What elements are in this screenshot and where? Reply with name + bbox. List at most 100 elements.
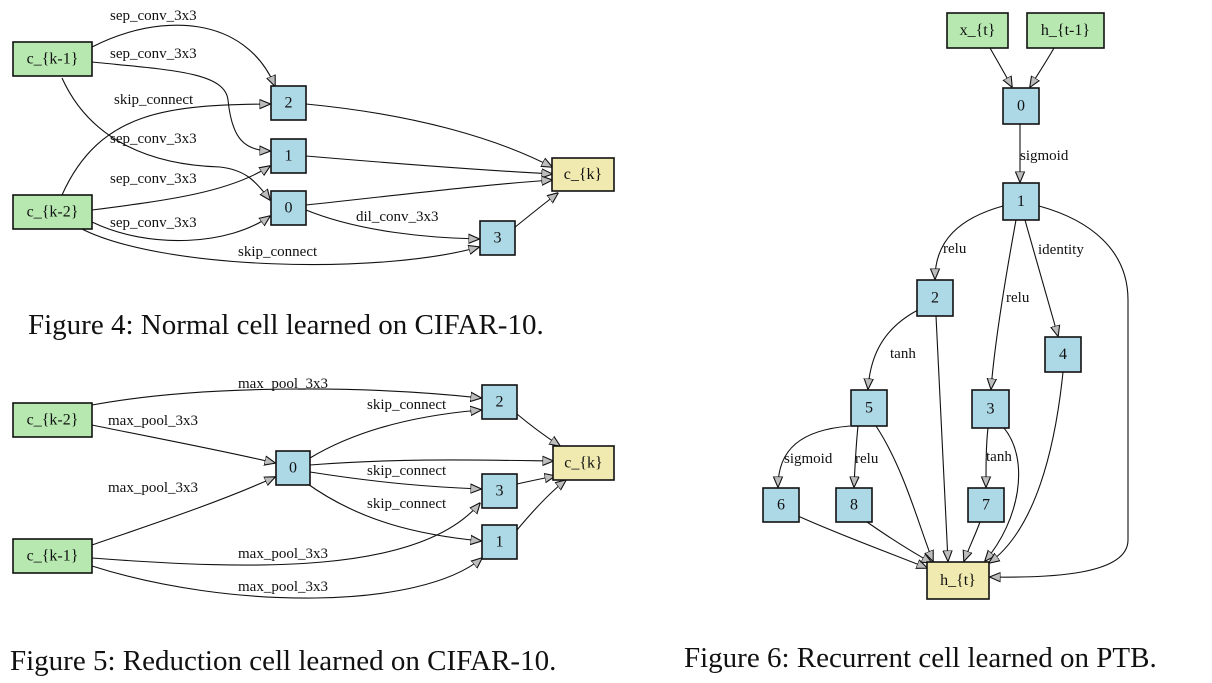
- node-box: [12, 41, 93, 77]
- node-box: [552, 445, 615, 481]
- edge-label: sigmoid: [1020, 148, 1069, 164]
- node-0: 0: [270, 190, 307, 226]
- edge-3-to-7: [986, 427, 988, 487]
- node-label: 6: [777, 497, 785, 514]
- node-box: [1002, 87, 1040, 125]
- edge-1-to-4: [1024, 219, 1058, 336]
- node-box: [967, 487, 1005, 523]
- edge-label: tanh: [890, 346, 916, 362]
- figure-5-reduction-cell: max_pool_3x3 max_pool_3x3 max_pool_3x3 s…: [10, 376, 615, 677]
- edge-3-to-ck: [516, 476, 555, 485]
- edge-label: max_pool_3x3: [238, 579, 328, 595]
- edge-xt-to-0: [989, 47, 1012, 87]
- edge-0-to-3: [309, 471, 481, 489]
- edge-ck2-to-2: [91, 388, 481, 406]
- edge-label: skip_connect: [114, 92, 194, 108]
- node-label: 2: [931, 290, 939, 307]
- node-2: 2: [481, 384, 518, 420]
- node-box: [926, 561, 990, 600]
- node-box: [762, 487, 800, 523]
- edge-6-to-ht: [797, 515, 927, 568]
- node-5: 5: [850, 389, 888, 427]
- node-box: [1002, 182, 1040, 221]
- edge-0-to-3: [305, 209, 479, 239]
- figure-6-recurrent-cell: sigmoid relu relu identity tanh sigmoid …: [684, 12, 1157, 674]
- node-box: [850, 389, 888, 427]
- figure-4-caption: Figure 4: Normal cell learned on CIFAR-1…: [28, 309, 544, 341]
- node-box: [481, 384, 518, 420]
- edge-label: max_pool_3x3: [238, 376, 328, 392]
- edge-2-to-ht: [935, 315, 948, 561]
- edge-1-to-3: [991, 219, 1017, 389]
- edge-label: max_pool_3x3: [108, 480, 198, 496]
- node-label: 2: [285, 95, 293, 112]
- node-label: x_{t}: [960, 22, 996, 39]
- figure-5-caption: Figure 5: Reduction cell learned on CIFA…: [10, 645, 556, 677]
- node-4: 4: [1044, 336, 1082, 373]
- node-box: [12, 402, 93, 438]
- edge-7-to-ht: [964, 521, 981, 561]
- figure-6-nodes: x_{t} h_{t-1} 0 1 2 4: [762, 12, 1105, 600]
- edge-label: max_pool_3x3: [108, 413, 198, 429]
- edge-0-to-2: [309, 410, 481, 459]
- node-0: 0: [275, 450, 311, 486]
- node-label: 0: [289, 460, 297, 477]
- node-label: 8: [850, 497, 858, 514]
- figure-4-edge-labels: sep_conv_3x3 sep_conv_3x3 skip_connect s…: [110, 8, 439, 260]
- node-x-t: x_{t}: [946, 12, 1009, 49]
- node-6: 6: [762, 487, 800, 523]
- edge-label: skip_connect: [367, 463, 447, 479]
- node-label: 1: [285, 148, 293, 165]
- node-7: 7: [967, 487, 1005, 523]
- edge-ht1-to-0: [1030, 47, 1055, 87]
- edge-label: relu: [943, 241, 967, 257]
- edge-1-to-ck: [516, 480, 566, 531]
- node-label: 3: [496, 483, 504, 500]
- edge-0-to-ck: [309, 460, 553, 465]
- node-2: 2: [916, 279, 954, 317]
- figure-5-nodes: c_{k-2} c_{k-1} 0 2 3 1: [12, 384, 615, 574]
- figure-5-edge-labels: max_pool_3x3 max_pool_3x3 max_pool_3x3 s…: [108, 376, 447, 595]
- node-label: 4: [1059, 346, 1067, 363]
- figure-4-nodes: c_{k-1} c_{k-2} 2 1 0 3: [12, 41, 615, 256]
- node-box: [835, 487, 873, 523]
- node-box: [12, 194, 93, 230]
- edge-3-to-ck: [513, 193, 558, 229]
- figure-4-normal-cell: sep_conv_3x3 sep_conv_3x3 skip_connect s…: [12, 8, 615, 341]
- edge-5-to-8: [854, 425, 858, 487]
- edge-5-to-ht: [875, 425, 933, 561]
- node-8: 8: [835, 487, 873, 523]
- node-label: c_{k}: [564, 166, 602, 183]
- node-h-t: h_{t}: [926, 561, 990, 600]
- edge-1-to-2: [935, 205, 1004, 279]
- node-box: [946, 12, 1009, 49]
- node-box: [479, 220, 516, 256]
- node-box: [551, 157, 615, 192]
- node-box: [275, 450, 311, 486]
- edge-label: sigmoid: [784, 451, 833, 467]
- node-label: c_{k-2}: [27, 204, 79, 221]
- node-box: [12, 538, 93, 574]
- edge-label: skip_connect: [367, 496, 447, 512]
- edge-0-to-ck: [305, 180, 552, 206]
- node-box: [270, 85, 307, 121]
- figure-6-edge-labels: sigmoid relu relu identity tanh sigmoid …: [784, 148, 1084, 467]
- edge-ck1-to-1: [91, 61, 270, 151]
- node-h-t-1: h_{t-1}: [1026, 12, 1105, 49]
- edge-ck2-to-2: [61, 104, 270, 196]
- edge-8-to-ht: [866, 521, 932, 563]
- node-3: 3: [481, 473, 518, 509]
- edge-3-to-ht: [985, 427, 1020, 561]
- node-label: h_{t-1}: [1041, 22, 1090, 39]
- edge-0-to-1: [304, 481, 481, 541]
- edge-4-to-ht: [989, 371, 1064, 563]
- edge-ck2-to-3: [79, 227, 479, 266]
- edge-5-to-6: [778, 425, 851, 487]
- edge-label: dil_conv_3x3: [356, 209, 439, 225]
- node-label: c_{k-1}: [27, 51, 79, 68]
- node-label: 3: [494, 230, 502, 247]
- node-0: 0: [1002, 87, 1040, 125]
- node-box: [1044, 336, 1082, 373]
- edge-label: sep_conv_3x3: [110, 46, 197, 62]
